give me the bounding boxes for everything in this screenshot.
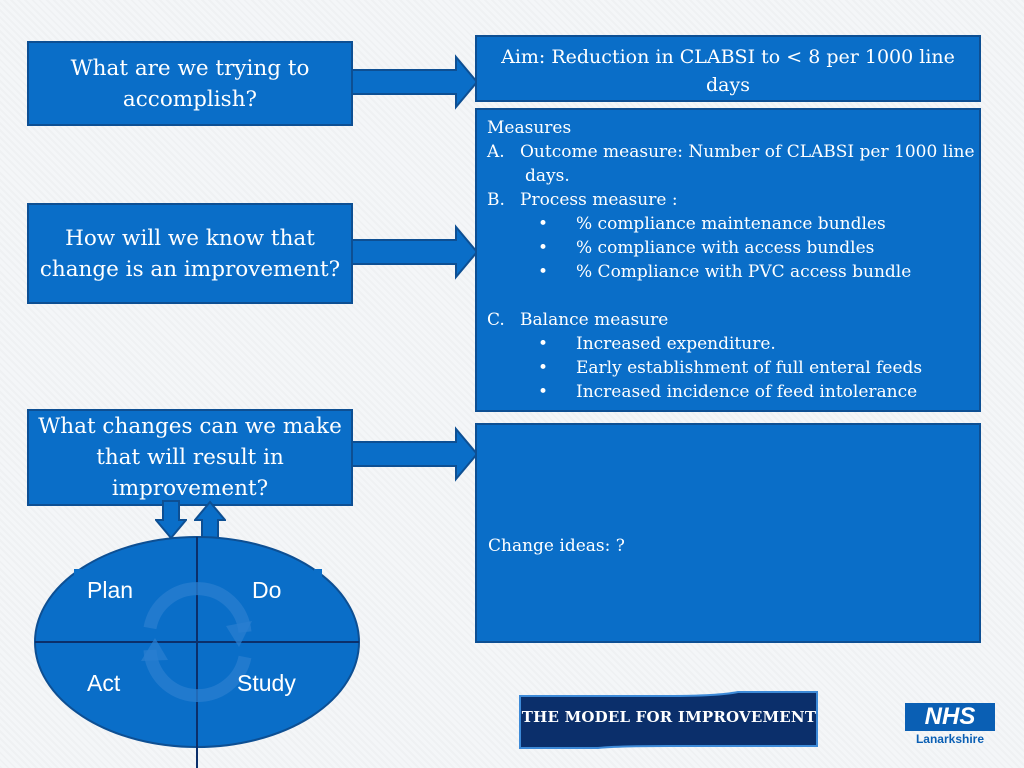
pdsa-do-label: Do bbox=[252, 577, 282, 603]
question-changes-text: What changes can we make that will resul… bbox=[38, 414, 342, 501]
question-box-changes: What changes can we make that will resul… bbox=[27, 409, 353, 506]
bullet-icon: • bbox=[538, 334, 549, 354]
measure-c-item: •Early establishment of full enteral fee… bbox=[538, 358, 923, 378]
bullet-icon: • bbox=[538, 238, 549, 258]
measure-b-label: B. bbox=[487, 190, 505, 210]
bullet-icon: • bbox=[538, 262, 549, 282]
measure-b-item: •% Compliance with PVC access bundle bbox=[538, 262, 912, 282]
model-banner bbox=[519, 691, 818, 749]
bullet-icon: • bbox=[538, 382, 549, 402]
pdsa-act-label: Act bbox=[87, 670, 121, 696]
measure-b: B. Process measure : bbox=[487, 188, 969, 212]
measure-b-text: Process measure : bbox=[520, 190, 678, 210]
nhs-logo-org: Lanarkshire bbox=[915, 732, 985, 746]
measures-heading: Measures bbox=[487, 118, 572, 138]
measure-c-item: •Increased expenditure. bbox=[538, 334, 776, 354]
measures-box: Measures A. Outcome measure: Number of CL… bbox=[475, 108, 981, 412]
arrow-right-1 bbox=[352, 54, 479, 110]
bullet-icon: • bbox=[538, 214, 549, 234]
nhs-logo-mark: NHS bbox=[905, 703, 995, 731]
measure-a-text: Outcome measure: Number of CLABSI per 10… bbox=[520, 142, 975, 162]
arrow-right-3 bbox=[352, 426, 479, 482]
banner-title: THE MODEL FOR IMPROVEMENT bbox=[521, 708, 817, 726]
pdsa-plan-label: Plan bbox=[87, 577, 134, 603]
measure-b-item: •% compliance with access bundles bbox=[538, 238, 875, 258]
measure-a: A. Outcome measure: Number of CLABSI per … bbox=[487, 140, 975, 164]
measure-b-item: •% compliance maintenance bundles bbox=[538, 214, 886, 234]
question-box-accomplish: What are we trying to accomplish? bbox=[27, 41, 353, 126]
measure-c-item: •Increased incidence of feed intolerance bbox=[538, 382, 918, 402]
measure-c-label: C. bbox=[487, 310, 505, 330]
bullet-icon: • bbox=[538, 358, 549, 378]
aim-box: Aim: Reduction in CLABSI to < 8 per 1000… bbox=[475, 35, 981, 102]
change-ideas-box: Change ideas: ? bbox=[475, 423, 981, 643]
aim-text: Aim: Reduction in CLABSI to < 8 per 1000… bbox=[501, 46, 955, 96]
measure-c: C. Balance measure bbox=[487, 308, 969, 332]
measure-a-label: A. bbox=[487, 142, 505, 162]
change-ideas-text: Change ideas: ? bbox=[488, 536, 625, 556]
arrow-right-2 bbox=[352, 224, 479, 280]
measure-a-continuation: days. bbox=[525, 166, 570, 186]
pdsa-cycle bbox=[34, 536, 360, 768]
cycle-arrow-icon bbox=[143, 649, 252, 703]
question-box-improvement: How will we know that change is an impro… bbox=[27, 203, 353, 304]
arrow-down bbox=[155, 500, 187, 540]
question-improvement-text: How will we know that change is an impro… bbox=[39, 225, 341, 282]
pdsa-study-label: Study bbox=[237, 670, 296, 696]
question-accomplish-text: What are we trying to accomplish? bbox=[70, 55, 310, 112]
nhs-lanarkshire-logo: NHS Lanarkshire bbox=[898, 699, 1002, 749]
measure-c-text: Balance measure bbox=[520, 310, 669, 330]
